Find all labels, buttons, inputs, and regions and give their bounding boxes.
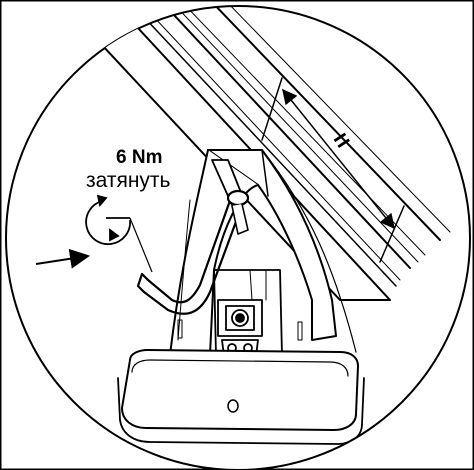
torque-label: затянуть — [86, 169, 171, 192]
rotation-arrow-icon — [85, 194, 153, 273]
pointer-arrow-icon — [35, 248, 90, 269]
torque-value: 6 Nm — [116, 147, 163, 168]
rubber-pad — [117, 349, 365, 445]
allen-key — [136, 189, 250, 315]
dimension-lines — [261, 77, 405, 263]
foot-contour — [261, 149, 357, 353]
